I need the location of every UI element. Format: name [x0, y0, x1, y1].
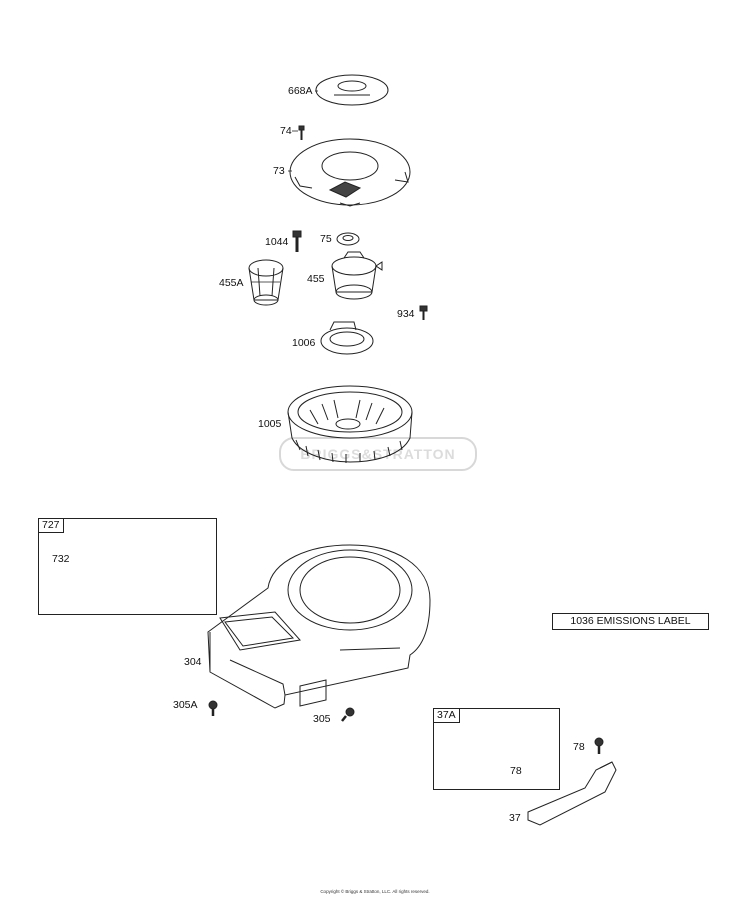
watermark-logo: BRIGGS&STRATTON	[279, 437, 477, 471]
part-305-screw	[341, 707, 355, 722]
kit-tag-37A: 37A	[434, 709, 460, 723]
label-934: 934	[397, 308, 415, 320]
label-1044: 1044	[265, 236, 289, 248]
label-78-in-box: 78	[510, 765, 522, 777]
part-37-bracket	[527, 761, 617, 826]
label-732: 732	[52, 553, 70, 565]
part-73-starter-cup	[289, 138, 411, 207]
label-668A: 668A	[288, 85, 313, 97]
label-455A: 455A	[219, 277, 244, 289]
part-78-screw-b	[594, 737, 604, 754]
kit-box-727: 727	[38, 518, 217, 615]
part-1044-bolt	[292, 230, 302, 252]
kit-tag-727: 727	[39, 519, 64, 533]
label-1006: 1006	[292, 337, 316, 349]
part-74-screw	[298, 125, 305, 140]
copyright-text: Copyright © Briggs & Stratton, LLC. All …	[320, 889, 430, 894]
label-75: 75	[320, 233, 332, 245]
label-455: 455	[307, 273, 325, 285]
emissions-label-box: 1036 EMISSIONS LABEL	[552, 613, 709, 630]
part-75-washer	[336, 232, 360, 246]
part-934-screw	[419, 305, 428, 320]
leader-lines	[251, 90, 318, 283]
label-304: 304	[184, 656, 202, 668]
kit-box-37A: 37A	[433, 708, 560, 790]
label-305: 305	[313, 713, 331, 725]
part-455A-ratchet	[248, 259, 284, 306]
part-1006-retainer	[320, 321, 374, 355]
part-305A-screw	[208, 700, 218, 716]
part-1005-flywheel	[287, 385, 413, 463]
label-74: 74	[280, 125, 292, 137]
part-668A-disc	[315, 74, 389, 106]
label-37: 37	[509, 812, 521, 824]
label-73: 73	[273, 165, 285, 177]
label-78: 78	[573, 741, 585, 753]
part-304-blower-housing	[207, 544, 431, 709]
part-455-housing	[331, 251, 383, 300]
label-1005: 1005	[258, 418, 282, 430]
label-305A: 305A	[173, 699, 198, 711]
